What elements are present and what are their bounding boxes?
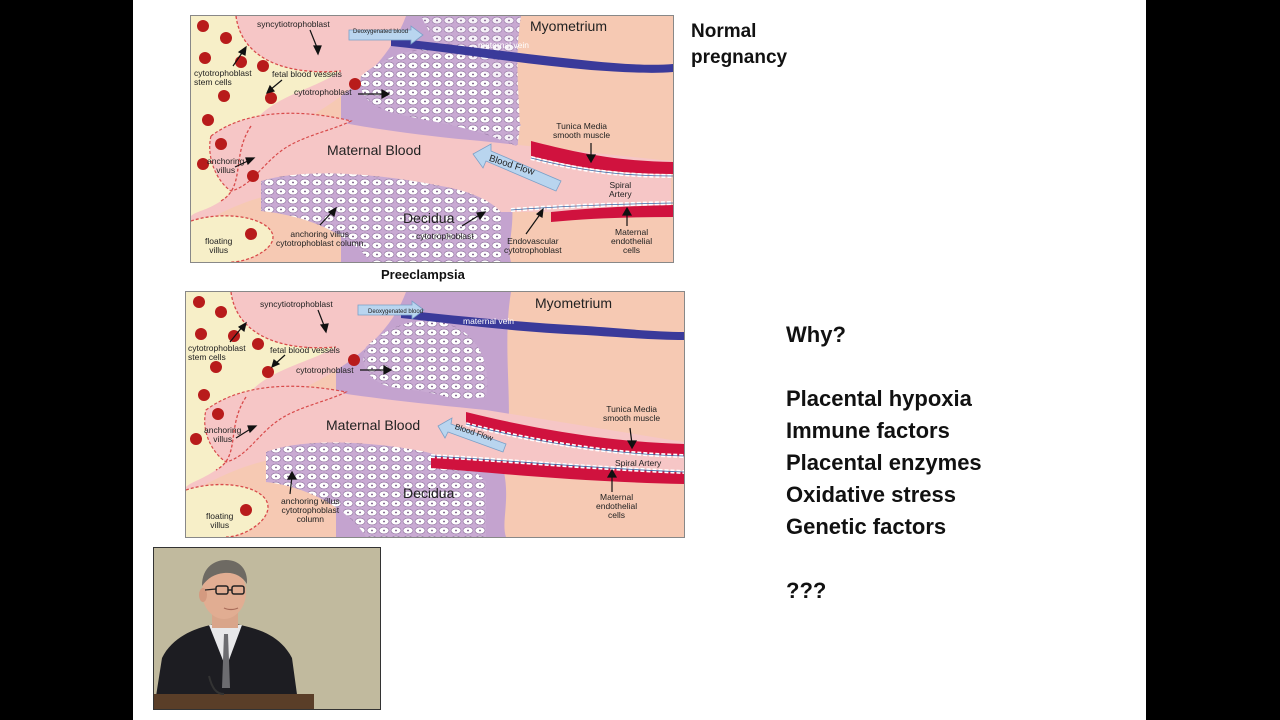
preeclampsia-diagram (185, 291, 685, 538)
preeclampsia-diagram-artwork (186, 292, 684, 537)
label-anchoring-villus-column: anchoring villus cytotrophoblast column (276, 229, 364, 248)
pe-label-anchoring-villus-column: anchoring villus cytotrophoblast column (281, 496, 340, 524)
normal-diagram-artwork (191, 16, 673, 262)
pe-label-deoxygenated-blood: Deoxygenated blood (368, 309, 424, 315)
label-spiral-artery: Spiral Artery (609, 180, 632, 199)
pe-label-maternal-endothelial-cells: Maternal endothelial cells (596, 492, 638, 520)
label-cytotrophoblast-stem-cells: cytotrophoblast stem cells (194, 68, 252, 87)
label-deoxygenated-blood: Deoxygenated blood (353, 29, 409, 35)
list-item-placental-enzymes: Placental enzymes (786, 450, 982, 475)
preeclampsia-heading: Preeclampsia (381, 267, 465, 282)
label-cytotrophoblast: cytotrophoblast (294, 87, 352, 97)
why-question: Why? (786, 322, 846, 347)
label-myometrium: Myometrium (530, 18, 608, 34)
list-item-genetic-factors: Genetic factors (786, 514, 947, 539)
pe-label-anchoring-villus: anchoring villus (204, 425, 242, 444)
pe-label-maternal-blood: Maternal Blood (326, 417, 421, 433)
label-decidua-cytotrophoblast: cytotrophoblast (416, 231, 474, 241)
pe-label-tunica-media: Tunica Media smooth muscle (603, 404, 661, 423)
unknown-marks: ??? (786, 578, 827, 603)
label-tunica-media: Tunica Media smooth muscle (553, 121, 611, 140)
label-fetal-blood-vessels: fetal blood vessels (272, 69, 342, 79)
pe-label-cytotrophoblast: cytotrophoblast (296, 365, 354, 375)
label-floating-villus: floating villus (205, 236, 233, 255)
label-syncytiotrophoblast: syncytiotrophoblast (257, 19, 330, 29)
list-item-placental-hypoxia: Placental hypoxia (786, 386, 972, 411)
label-maternal-endothelial-cells: Maternal endothelial cells (611, 227, 653, 255)
pe-label-spiral-artery: Spiral Artery (615, 458, 662, 468)
pe-label-myometrium: Myometrium (535, 295, 613, 311)
pe-label-syncytiotrophoblast: syncytiotrophoblast (260, 299, 333, 309)
list-item-oxidative-stress: Oxidative stress (786, 482, 956, 507)
label-anchoring-villus: anchoring villus (207, 156, 245, 175)
list-item-immune-factors: Immune factors (786, 418, 950, 443)
speaker-figure (154, 548, 380, 709)
pe-label-cytotrophoblast-stem-cells: cytotrophoblast stem cells (188, 343, 246, 362)
pe-label-floating-villus: floating villus (206, 511, 234, 530)
label-maternal-vein: maternal vein (478, 40, 530, 50)
label-maternal-blood: Maternal Blood (327, 142, 422, 158)
normal-pregnancy-diagram (190, 15, 674, 263)
pe-label-decidua: Decidua (403, 485, 455, 501)
label-decidua: Decidua (403, 210, 455, 226)
pe-label-maternal-vein: maternal vein (463, 316, 515, 326)
speaker-video (153, 547, 381, 710)
pe-label-fetal-blood-vessels: fetal blood vessels (270, 345, 340, 355)
label-endovascular-cytotrophoblast: Endovascular cytotrophoblast (504, 236, 562, 255)
normal-pregnancy-heading: Normal pregnancy (691, 21, 788, 68)
